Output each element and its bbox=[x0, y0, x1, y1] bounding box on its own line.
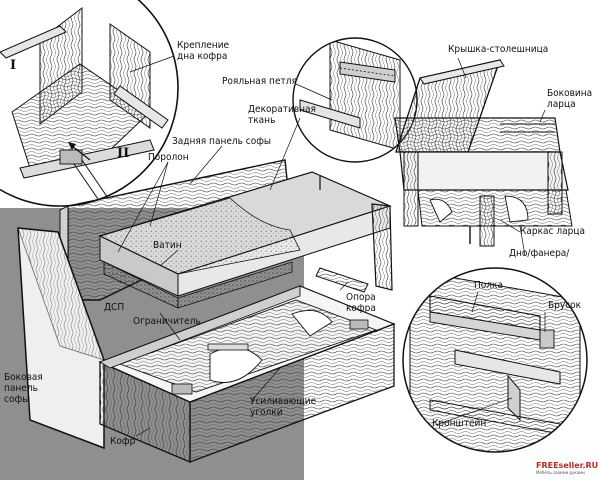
label-foam: Поролон bbox=[148, 152, 189, 163]
label-decor-fabric: Декоративная ткань bbox=[248, 104, 316, 126]
leader-lines bbox=[117, 55, 546, 437]
detail-circle-hinge bbox=[292, 37, 418, 163]
label-batting: Ватин bbox=[153, 240, 182, 251]
roman-numeral-two: II bbox=[117, 146, 130, 161]
site-credit: FREEseller.RU Мебель своими руками bbox=[536, 461, 598, 478]
label-piano-hinge: Рояльная петля bbox=[222, 76, 297, 87]
site-brand: FREEseller.RU bbox=[536, 461, 599, 470]
chest-assembly bbox=[394, 59, 573, 247]
label-bar: Брусок bbox=[548, 300, 582, 311]
detail-circle-shelf bbox=[402, 267, 588, 453]
label-chest-frame: Каркас ларца bbox=[520, 226, 585, 237]
roman-numeral-one: I bbox=[10, 58, 17, 73]
label-box: Кофр bbox=[110, 436, 136, 447]
label-bottom-plywood: Дно/фанера/ bbox=[509, 248, 570, 259]
box-support bbox=[315, 267, 369, 293]
label-chest-side: Боковина ларца bbox=[547, 88, 593, 110]
label-lid-tabletop: Крышка-столешница bbox=[448, 44, 549, 55]
label-bracket: Кронштейн bbox=[432, 418, 487, 429]
label-rear-panel: Задняя панель софы bbox=[172, 136, 272, 147]
label-dsp: ДСП bbox=[104, 302, 125, 313]
label-box-support: Опора кофра bbox=[346, 292, 376, 314]
detail-circle-box-bottom-mount bbox=[0, 0, 179, 207]
label-side-panel: Боковая панель софы bbox=[4, 372, 43, 405]
label-stopper: Ограничитель bbox=[133, 316, 201, 327]
label-shelf: Полка bbox=[474, 280, 503, 291]
site-tagline: Мебель своими руками bbox=[536, 470, 585, 475]
label-box-bottom-mount: Крепление дна кофра bbox=[177, 40, 230, 62]
label-corner-braces: Усиливающие уголки bbox=[250, 396, 317, 418]
box-assembly bbox=[98, 285, 396, 463]
